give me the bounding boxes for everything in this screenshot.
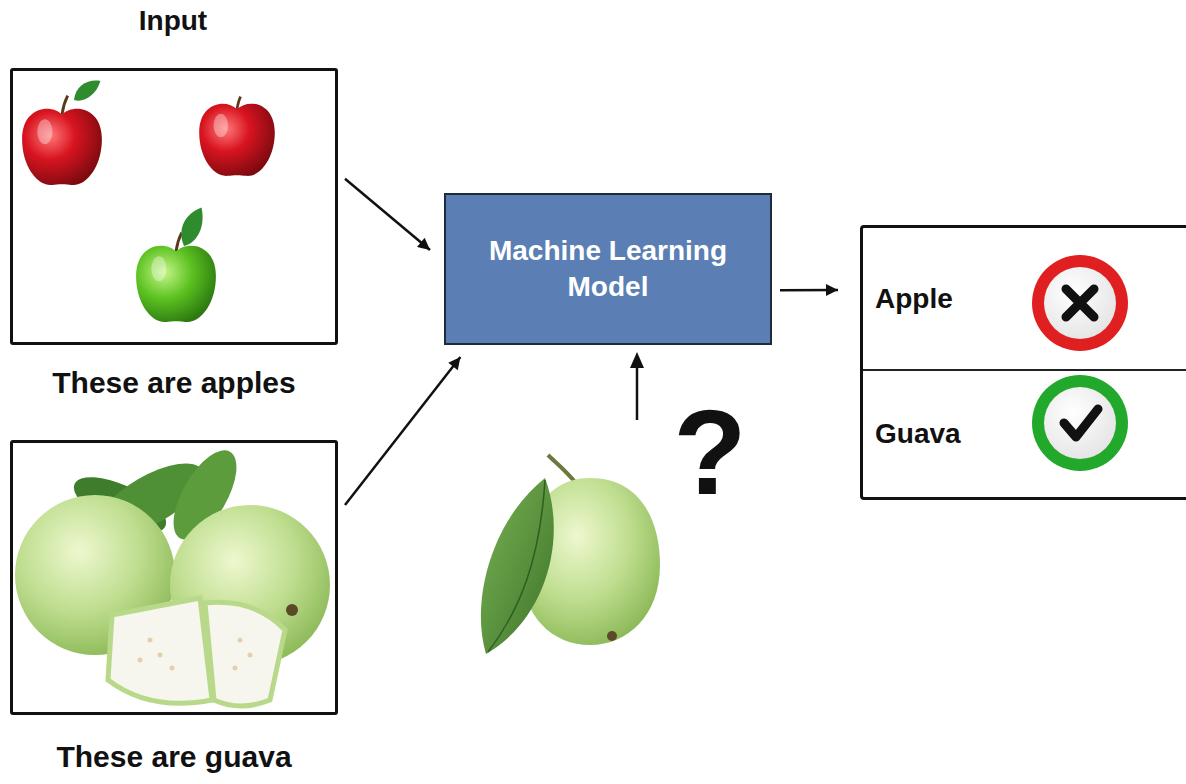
caption-text: These are apples xyxy=(13,366,335,401)
apple-green xyxy=(136,233,216,322)
apple-shine xyxy=(37,119,52,144)
icon-ring xyxy=(1032,375,1128,471)
caption-text: These are guava xyxy=(13,740,335,775)
icon-face xyxy=(1044,387,1116,459)
icon-ring xyxy=(1032,255,1128,351)
seed xyxy=(248,653,253,658)
guava-seeds xyxy=(138,638,253,671)
leaf-vein xyxy=(488,480,545,652)
leaf-shape xyxy=(173,204,213,249)
wrong-icon xyxy=(1032,255,1128,351)
apple-body xyxy=(22,109,102,185)
test-guava xyxy=(481,455,660,654)
class-label: Guava xyxy=(875,417,961,451)
label-holder: ? xyxy=(665,392,755,512)
apple-shine xyxy=(151,256,166,281)
check-mark xyxy=(1064,409,1098,437)
apple-red xyxy=(22,96,102,185)
seed xyxy=(233,666,238,671)
seed xyxy=(170,666,175,671)
arrow-line xyxy=(636,366,639,420)
arrow-head xyxy=(630,352,644,368)
model-label: Machine Learning Model xyxy=(466,233,750,306)
input-box: These are guava xyxy=(10,440,338,715)
guava-stem xyxy=(548,455,575,482)
class-label: Apple xyxy=(875,282,953,316)
guava-group xyxy=(15,443,330,706)
flow-arrow xyxy=(345,179,430,250)
model-box: Machine Learning Model xyxy=(444,193,772,345)
cross-mark xyxy=(1066,289,1094,317)
apple-red xyxy=(199,97,275,176)
input-arrow xyxy=(630,352,644,420)
seed xyxy=(158,653,163,658)
output-box: AppleGuava xyxy=(860,225,1186,500)
flow-arrow xyxy=(780,289,838,292)
label-holder: Input xyxy=(73,4,273,38)
table-row: Guava xyxy=(863,371,1186,497)
guava-slice xyxy=(205,602,285,706)
table-row: Apple xyxy=(863,228,1186,371)
apple-leaf xyxy=(173,204,213,249)
apple-shine xyxy=(214,114,228,137)
guava-blossom-end xyxy=(286,604,298,616)
seed xyxy=(148,638,153,643)
flow-arrow xyxy=(345,357,460,505)
guava-blossom-end xyxy=(607,631,617,641)
guava-leaf xyxy=(481,478,554,654)
icon-face xyxy=(1044,267,1116,339)
leaf-shape xyxy=(69,77,104,104)
apple-leaf xyxy=(69,77,104,104)
section-heading: Input xyxy=(73,4,273,38)
right-icon xyxy=(1032,375,1128,471)
input-box: These are apples xyxy=(10,68,338,345)
question-mark: ? xyxy=(665,392,755,512)
guava-slice xyxy=(108,598,212,703)
apple-body xyxy=(136,246,216,322)
seed xyxy=(238,638,243,643)
apple-body xyxy=(199,104,275,176)
seed xyxy=(138,658,143,663)
